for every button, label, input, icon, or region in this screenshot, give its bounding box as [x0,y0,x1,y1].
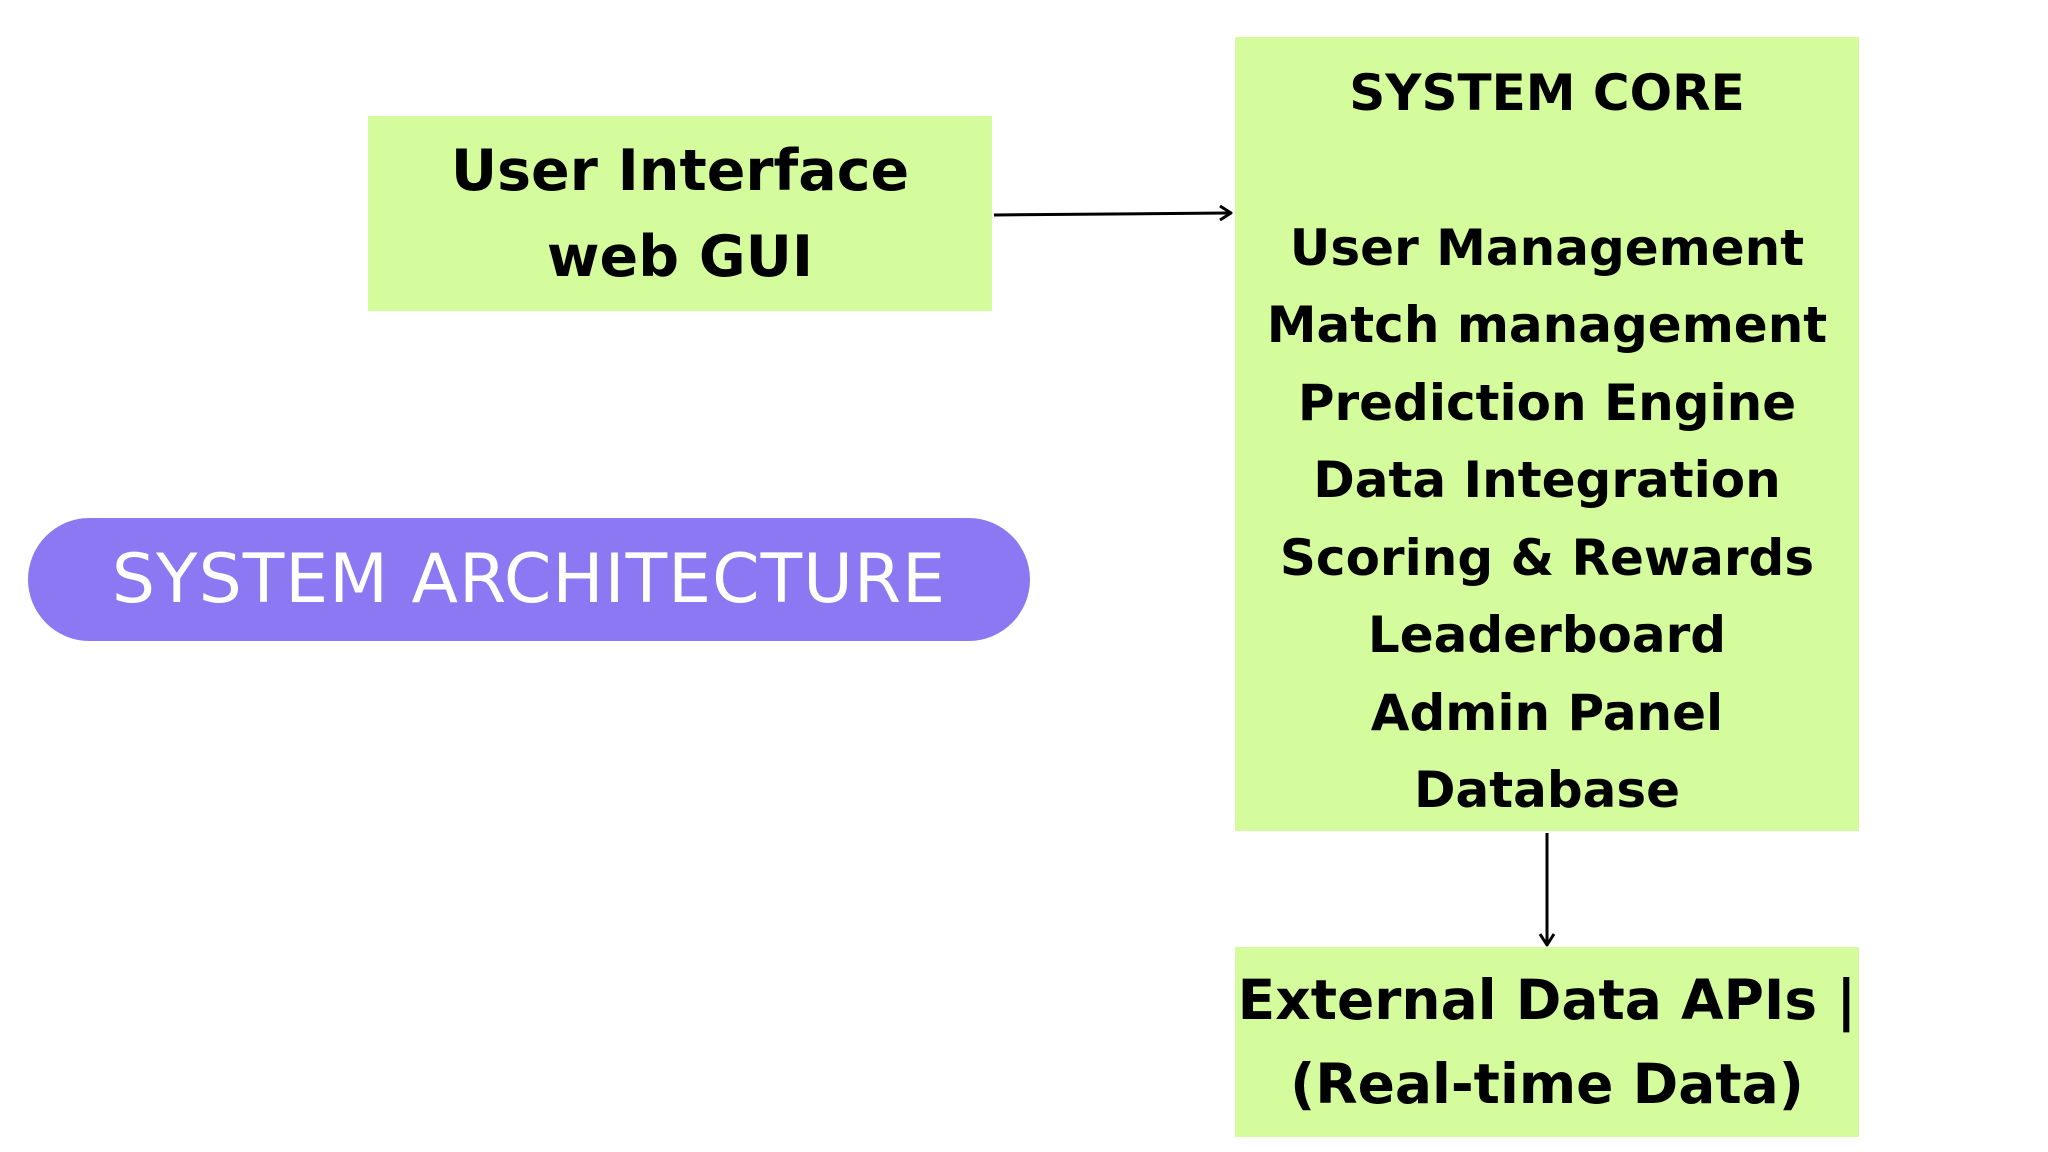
system-core-item-data-integration: Data Integration [1313,451,1781,509]
system-core-item-admin-panel: Admin Panel [1370,683,1724,742]
system-core-item-database: Database [1413,761,1681,819]
user-interface-box: User Interface web GUI [368,116,992,311]
core-to-external-arrow [1538,833,1556,947]
system-core-item-scoring-rewards: Scoring & Rewards [1279,528,1815,587]
system-core-item-prediction-engine: Prediction Engine [1297,373,1797,432]
system-architecture-label: SYSTEM ARCHITECTURE [28,518,1030,641]
system-core-item-leaderboard: Leaderboard [1367,606,1727,664]
ui-to-core-arrow [993,204,1233,222]
system-core-title: SYSTEM CORE [1349,64,1745,122]
external-apis-line-2: (Real-time Data) [1290,1052,1804,1116]
external-apis-box: External Data APIs | (Real-time Data) [1235,947,1859,1137]
user-interface-line-2: web GUI [546,223,814,290]
system-core-item-match-management: Match management [1266,296,1828,354]
system-core-item-user-management: User Management [1289,218,1805,277]
external-apis-line-1: External Data APIs | [1237,968,1857,1032]
system-core-box: SYSTEM CORE User Management Match manage… [1235,37,1859,831]
user-interface-line-1: User Interface [450,137,910,204]
